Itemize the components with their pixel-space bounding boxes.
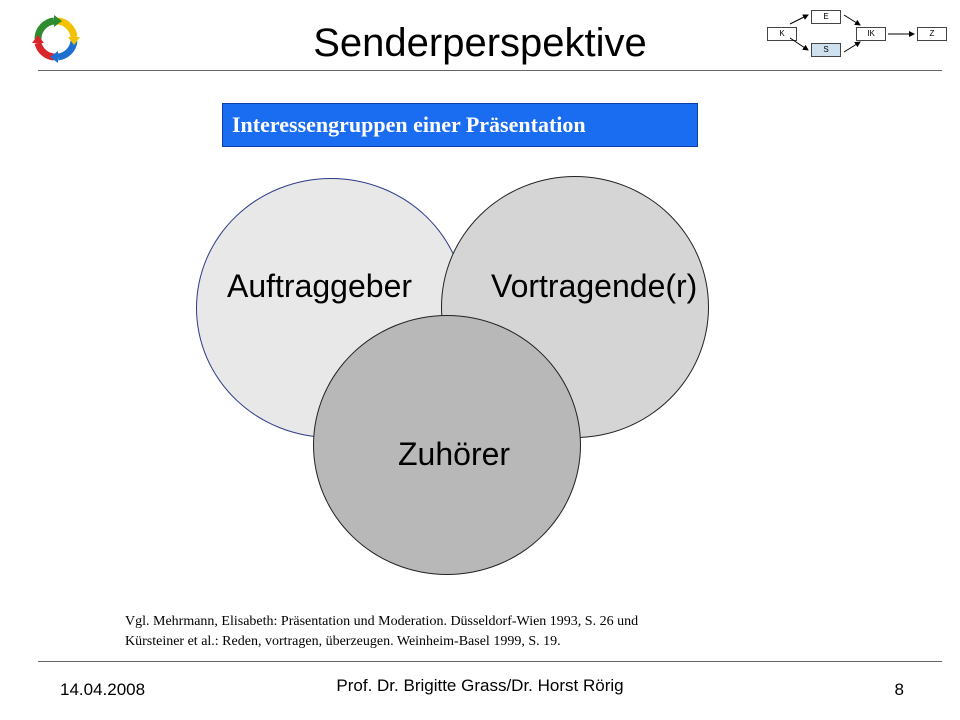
footer-authors: Prof. Dr. Brigitte Grass/Dr. Horst Rörig	[336, 676, 624, 695]
arrow-k-e	[789, 14, 809, 25]
venn-circle-zuhoerer	[313, 315, 581, 575]
banner-text: Interessengruppen einer Präsentation	[232, 112, 586, 137]
arrow-e-ik	[843, 14, 861, 26]
slide-title: Senderperspektive	[313, 21, 647, 65]
arrow-k-s	[789, 37, 809, 51]
source-line-2: Kürsteiner et al.: Reden, vortragen, übe…	[125, 634, 561, 649]
page-number: 8	[894, 680, 904, 699]
process-stage-z: Z	[917, 27, 947, 41]
cycle-logo-icon	[32, 15, 80, 63]
process-arrows	[789, 14, 915, 53]
source-line-1: Vgl. Mehrmann, Elisabeth: Präsentation u…	[125, 614, 639, 629]
banner-box	[222, 103, 698, 147]
process-stage-s: S	[811, 43, 841, 57]
venn-label-auftraggeber: Auftraggeber	[227, 268, 413, 304]
header-divider	[38, 70, 942, 71]
process-stage-k: K	[767, 27, 797, 41]
venn-label-vortragende: Vortragende(r)	[491, 268, 698, 304]
venn-label-zuhoerer: Zuhörer	[398, 436, 511, 472]
arrow-s-ik	[843, 41, 861, 53]
source-citation: Vgl. Mehrmann, Elisabeth: Präsentation u…	[125, 612, 638, 652]
process-stage-e: E	[811, 10, 841, 24]
process-stage-ik: IK	[856, 27, 886, 41]
footer-divider	[38, 661, 942, 662]
footer-date: 14.04.2008	[60, 680, 146, 699]
